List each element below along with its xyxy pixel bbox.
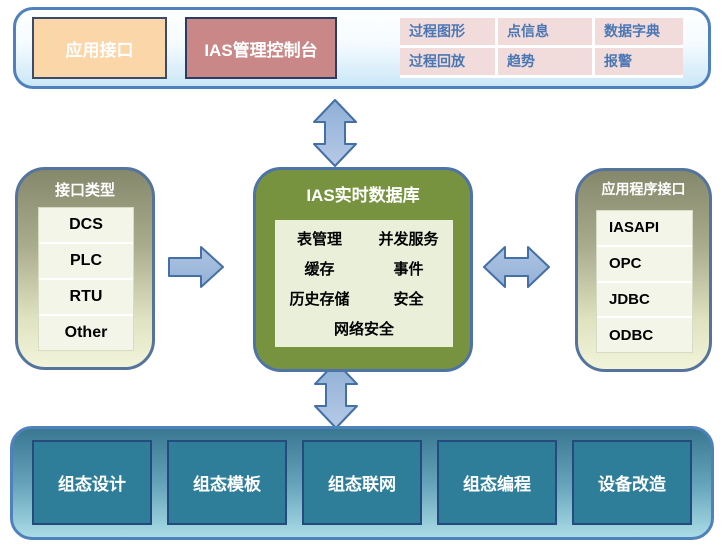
db-feature-network-security: 网络安全 (333, 320, 394, 338)
feature-cell-process-graphics: 过程图形 (400, 18, 495, 45)
ias-realtime-db-title: IAS实时数据库 (306, 186, 420, 205)
ias-console-label: IAS管理控制台 (204, 40, 318, 60)
feature-cell-process-replay: 过程回放 (400, 48, 495, 75)
config-programming-box: 组态编程 (437, 440, 557, 525)
top-panel: 应用接口 IAS管理控制台 过程图形 点信息 数据字典 过程回放 趋势 报警 (13, 7, 711, 89)
list-item-odbc: ODBC (597, 318, 692, 352)
ias-realtime-db-panel: IAS实时数据库 表管理 并发服务 缓存 事件 历史存储 安全 网络安全 (253, 167, 473, 372)
ias-console-box: IAS管理控制台 (185, 17, 337, 79)
feature-cell-point-info: 点信息 (498, 18, 592, 45)
app-interface-box: 应用接口 (32, 17, 167, 79)
app-interface-label: 应用接口 (65, 40, 134, 60)
db-feature-history-storage: 历史存储 (289, 290, 350, 308)
db-feature-table-mgmt: 表管理 (296, 231, 342, 249)
application-api-title: 应用程序接口 (601, 181, 686, 197)
right-arrow-icon (168, 246, 224, 288)
device-retrofit-box: 设备改造 (572, 440, 692, 525)
application-api-list: IASAPI OPC JDBC ODBC (596, 210, 693, 353)
db-feature-box: 表管理 并发服务 缓存 事件 历史存储 安全 网络安全 (275, 220, 453, 347)
db-feature-row: 表管理 并发服务 (275, 228, 453, 249)
configuration-panel: 组态设计 组态模板 组态联网 组态编程 设备改造 (10, 426, 714, 540)
feature-cell-trend: 趋势 (498, 48, 592, 75)
interface-type-list: DCS PLC RTU Other (38, 207, 134, 351)
db-feature-event: 事件 (393, 261, 424, 279)
list-item-plc: PLC (39, 244, 133, 278)
db-feature-security: 安全 (393, 290, 424, 308)
application-api-panel: 应用程序接口 IASAPI OPC JDBC ODBC (575, 168, 712, 372)
list-item-opc: OPC (597, 246, 692, 281)
interface-type-panel: 接口类型 DCS PLC RTU Other (15, 167, 155, 370)
list-item-other: Other (39, 316, 133, 350)
list-item-jdbc: JDBC (597, 282, 692, 317)
left-right-arrow-icon (483, 246, 550, 288)
db-feature-cache: 缓存 (304, 261, 335, 279)
config-network-box: 组态联网 (302, 440, 422, 525)
config-design-box: 组态设计 (32, 440, 152, 525)
config-template-box: 组态模板 (167, 440, 287, 525)
db-feature-row: 网络安全 (275, 318, 453, 339)
list-item-dcs: DCS (39, 208, 133, 242)
list-item-iasapi: IASAPI (597, 211, 692, 245)
db-feature-row: 缓存 事件 (275, 258, 453, 279)
list-item-rtu: RTU (39, 280, 133, 314)
feature-cell-data-dictionary: 数据字典 (595, 18, 683, 45)
db-feature-row: 历史存储 安全 (275, 288, 453, 309)
up-down-arrow-icon (313, 99, 357, 167)
db-feature-concurrent-service: 并发服务 (378, 231, 439, 249)
feature-grid: 过程图形 点信息 数据字典 过程回放 趋势 报警 (400, 18, 683, 78)
interface-type-title: 接口类型 (54, 182, 115, 199)
feature-cell-alarm: 报警 (595, 48, 683, 75)
